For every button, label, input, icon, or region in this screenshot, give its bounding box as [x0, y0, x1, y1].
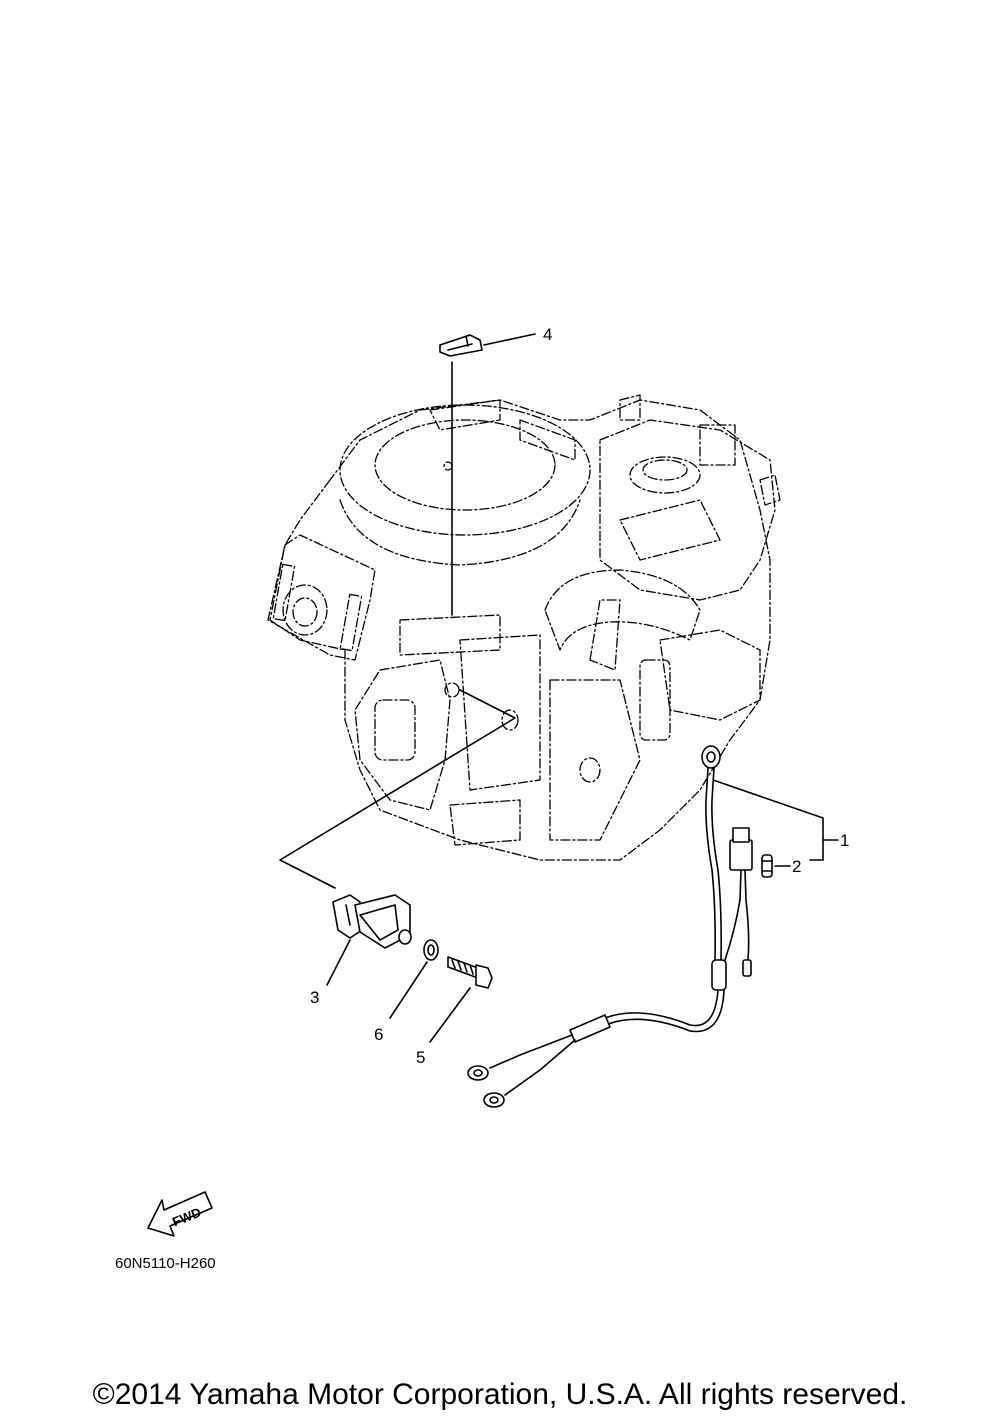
drawing-code: 60N5110-H260 [115, 1255, 216, 1272]
part-4-clip [439, 333, 536, 616]
callout-3: 3 [310, 988, 319, 1007]
copyright-notice: ©2014 Yamaha Motor Corporation, U.S.A. A… [92, 1378, 908, 1411]
part-3-bracket [326, 894, 412, 986]
part-1-wire-harness [467, 745, 839, 1108]
part-6-washer [389, 939, 439, 1019]
engine-block [267, 394, 781, 861]
callout-6: 6 [374, 1025, 383, 1044]
callout-2: 2 [792, 857, 801, 876]
leader-part-3 [279, 689, 516, 889]
part-5-bolt [429, 956, 493, 1043]
callout-4: 4 [543, 325, 552, 344]
callout-5: 5 [416, 1048, 425, 1067]
fwd-arrow-icon: FWD [147, 1191, 213, 1237]
part-2-fuse [761, 854, 791, 878]
callout-1: 1 [840, 831, 849, 850]
